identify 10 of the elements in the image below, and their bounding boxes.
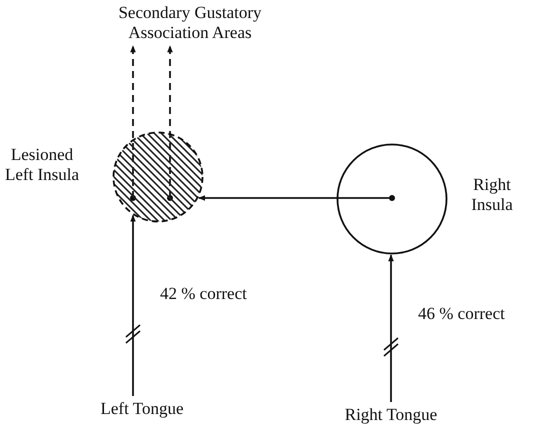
insula-label: Right Insula: [470, 175, 514, 215]
area-label: Secondary Gustatory Association Areas: [118, 3, 262, 42]
arrow: [388, 254, 394, 402]
tongue-label: Right Tongue: [344, 405, 438, 424]
insula-label: Lesioned Left Insula: [4, 145, 80, 185]
dashed-arrow: [130, 45, 136, 198]
arrow: [130, 214, 136, 396]
arrow: [198, 195, 392, 201]
tongue-label: Left Tongue: [100, 399, 184, 418]
dashed-arrow: [167, 45, 173, 198]
